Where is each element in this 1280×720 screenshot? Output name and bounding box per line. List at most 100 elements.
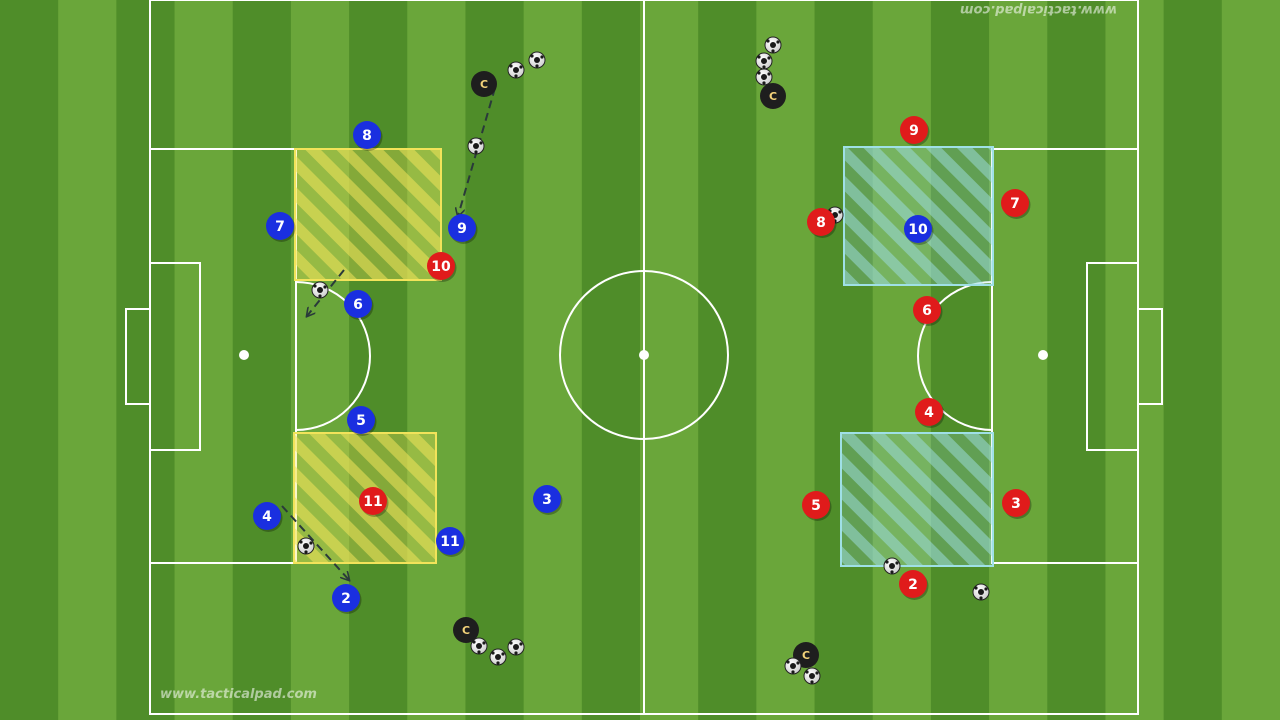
ball-patch [890, 570, 894, 574]
red-player-7[interactable]: 7 [1001, 189, 1031, 219]
center-circle [559, 270, 729, 440]
blue-player-10[interactable]: 10 [904, 215, 934, 245]
blue-player-disc [347, 406, 375, 434]
ball-icon[interactable] [784, 657, 802, 675]
ball-patch [761, 58, 767, 64]
red-player-11[interactable]: 11 [359, 487, 389, 517]
watermark-bottom: www.tacticalpad.com [160, 687, 317, 702]
coach-label: C [769, 90, 777, 103]
ball-patch [791, 670, 795, 674]
red-player-8[interactable]: 8 [807, 208, 837, 238]
red-player-5[interactable]: 5 [802, 491, 832, 521]
ball-icon[interactable] [507, 638, 525, 656]
red-player-number: 6 [922, 303, 932, 319]
ball-patch [482, 641, 486, 645]
ball-patch [762, 65, 766, 69]
ball-patch [535, 64, 539, 68]
cyan-zone-bottom[interactable] [840, 432, 994, 567]
blue-player-number: 11 [440, 534, 459, 550]
blue-player-3[interactable]: 3 [533, 485, 563, 515]
ball-icon[interactable] [755, 68, 773, 86]
grass-stripe [989, 0, 1048, 720]
grass-stripe [1105, 0, 1165, 720]
grass-stripe [1221, 0, 1280, 720]
ball-icon[interactable] [755, 52, 773, 70]
ball-icon[interactable] [489, 648, 507, 666]
ball-patch [762, 81, 766, 85]
ball-patch [513, 644, 519, 650]
ball-patch [317, 287, 323, 293]
ball-patch [895, 561, 899, 565]
ball-patch [472, 640, 476, 644]
red-player-number: 10 [431, 259, 451, 275]
ball-patch [796, 661, 800, 665]
balls-layer [297, 36, 990, 685]
ball-icon[interactable] [297, 537, 315, 555]
ball-icon[interactable] [764, 36, 782, 54]
red-player-disc [913, 296, 941, 324]
ball-icon[interactable] [803, 667, 821, 685]
red-player-disc [427, 252, 455, 280]
coach-label: C [480, 78, 488, 91]
ball-icon[interactable] [311, 281, 329, 299]
blue-player-8[interactable]: 8 [353, 121, 383, 151]
ball-icon[interactable] [470, 637, 488, 655]
blue-player-number: 2 [341, 591, 351, 607]
ball-patch [540, 55, 544, 59]
red-player-6[interactable]: 6 [913, 296, 943, 326]
red-player-10[interactable]: 10 [427, 252, 457, 282]
ball-patch [309, 541, 313, 545]
blue-player-4[interactable]: 4 [253, 502, 283, 532]
red-player-4[interactable]: 4 [915, 398, 945, 428]
coach-marker[interactable]: C [471, 71, 497, 97]
ball-icon[interactable] [528, 51, 546, 69]
ball-icon[interactable] [972, 583, 990, 601]
red-player-disc [899, 570, 927, 598]
ball-patch [838, 210, 842, 214]
coach-label: C [462, 624, 470, 637]
ball-patch [303, 543, 309, 549]
red-player-3[interactable]: 3 [1002, 489, 1032, 519]
ball-patch [509, 641, 513, 645]
grass-stripe [1047, 0, 1106, 720]
blue-player-2[interactable]: 2 [332, 584, 362, 614]
blue-player-number: 3 [542, 492, 552, 508]
red-player-9[interactable]: 9 [900, 116, 930, 146]
ball-patch [514, 651, 518, 655]
ball-patch [318, 294, 322, 298]
ball-patch [534, 57, 540, 63]
ball-patch [495, 654, 501, 660]
field-markings [125, 0, 1163, 715]
arrow-blue-4-to-blue-2 [281, 505, 349, 580]
coach-marker[interactable]: C [760, 83, 786, 109]
blue-player-number: 6 [353, 297, 363, 313]
red-player-2[interactable]: 2 [899, 570, 929, 600]
blue-player-6[interactable]: 6 [344, 290, 374, 320]
ball-patch [519, 642, 523, 646]
yellow-zone-top[interactable] [294, 148, 442, 281]
blue-player-number: 10 [908, 222, 928, 238]
red-player-disc [1002, 489, 1030, 517]
ball-patch [770, 42, 776, 48]
ball-icon[interactable] [507, 61, 525, 79]
grass-stripe [174, 0, 234, 720]
blue-player-9[interactable]: 9 [448, 214, 478, 244]
blue-player-disc [353, 121, 381, 149]
blue-player-7[interactable]: 7 [266, 212, 296, 242]
coach-marker[interactable]: C [453, 617, 479, 643]
left-penalty-spot [239, 350, 249, 360]
blue-player-disc [904, 215, 932, 243]
grass-stripe [930, 0, 990, 720]
ball-patch [519, 65, 523, 69]
ball-patch [513, 67, 519, 73]
right-penalty-spot [1038, 350, 1048, 360]
ball-icon[interactable] [467, 137, 485, 155]
ball-icon[interactable] [883, 557, 901, 575]
red-player-number: 8 [816, 215, 826, 231]
blue-player-5[interactable]: 5 [347, 406, 377, 436]
ball-patch [984, 587, 988, 591]
blue-player-11[interactable]: 11 [436, 527, 466, 557]
grass-stripe [58, 0, 117, 720]
ball-patch [476, 643, 482, 649]
